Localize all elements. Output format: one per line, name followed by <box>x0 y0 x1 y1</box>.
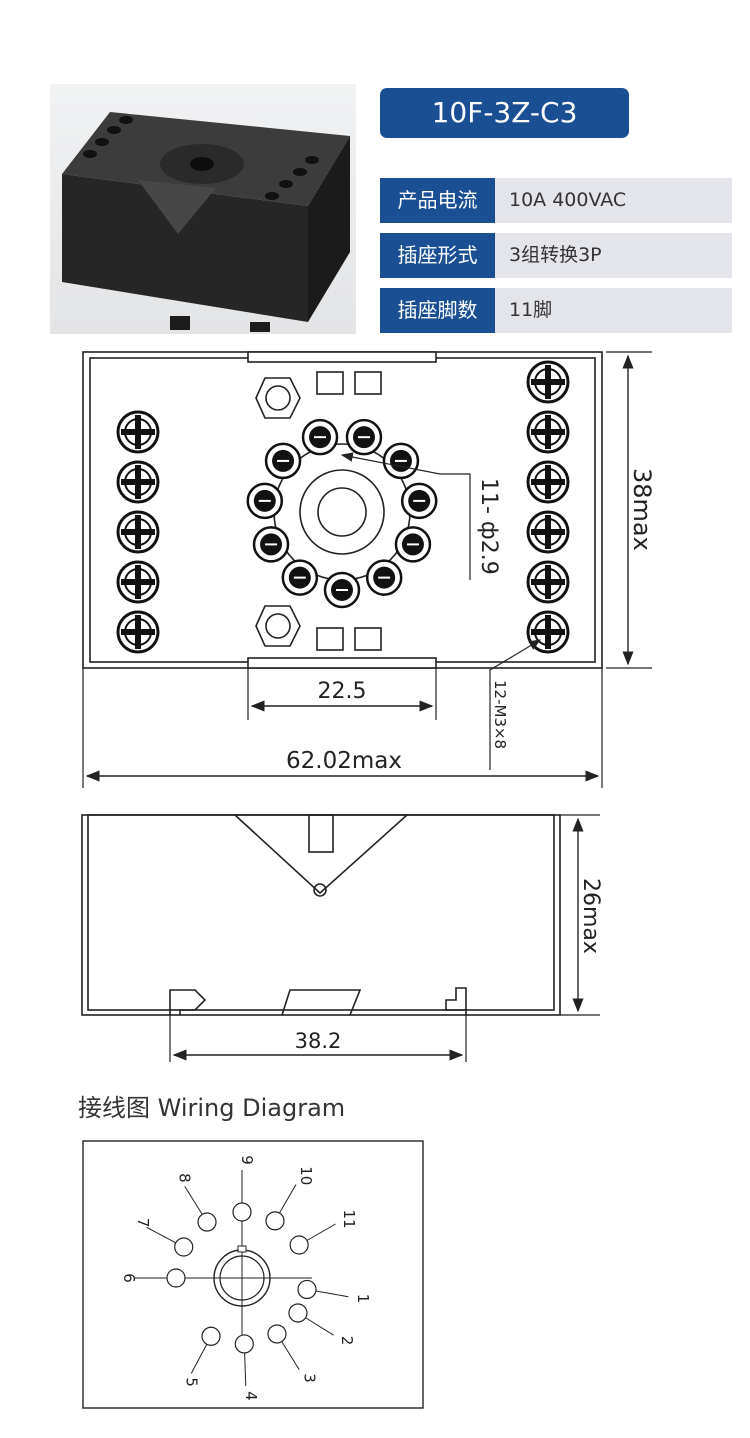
wiring-pin-label: 5 <box>183 1377 201 1387</box>
spec-label: 产品电流 <box>380 178 495 223</box>
socket-pin <box>345 418 383 456</box>
wiring-pin-6: 6 <box>120 1268 186 1288</box>
spec-row-current: 产品电流 10A 400VAC <box>380 178 732 223</box>
screw-terminal <box>116 510 160 554</box>
socket-pin <box>323 571 361 609</box>
screw-terminal <box>526 460 570 504</box>
product-photo <box>50 84 356 334</box>
screw-terminal <box>526 610 570 654</box>
screw-terminal <box>116 460 160 504</box>
wiring-pin-5: 5 <box>183 1326 221 1387</box>
wiring-pin-label: 4 <box>242 1391 260 1401</box>
screw-terminal <box>526 360 570 404</box>
screw-terminals-left <box>116 410 160 654</box>
pin-spacing-dimension: 22.5 <box>318 679 367 704</box>
wiring-pin-8: 8 <box>175 1173 217 1232</box>
socket-pins <box>246 418 438 609</box>
side-height-dimension: 26max <box>578 878 603 954</box>
wiring-pin-label: 3 <box>301 1373 319 1383</box>
wiring-pin-label: 2 <box>338 1336 356 1346</box>
spec-label: 插座脚数 <box>380 288 495 333</box>
wiring-pin-1: 1 <box>297 1279 372 1304</box>
screw-terminal <box>116 410 160 454</box>
wiring-pin-4: 4 <box>234 1334 260 1401</box>
socket-pin <box>394 526 432 563</box>
wiring-pin-7: 7 <box>134 1218 194 1257</box>
screw-terminal <box>526 560 570 604</box>
screw-terminal <box>526 410 570 454</box>
spec-row-pins: 插座脚数 11脚 <box>380 288 732 333</box>
height-dimension: 38max <box>628 468 656 551</box>
screw-terminal <box>526 510 570 554</box>
spec-label: 插座形式 <box>380 233 495 278</box>
spec-value: 11脚 <box>495 288 732 333</box>
wiring-pin-11: 11 <box>289 1209 358 1255</box>
screw-terminal <box>116 610 160 654</box>
socket-pin <box>400 482 438 520</box>
socket-pin <box>382 442 420 480</box>
socket-pin <box>301 418 339 456</box>
wiring-pin-9: 9 <box>232 1155 256 1222</box>
wiring-title: 接线图 Wiring Diagram <box>78 1094 346 1122</box>
spec-row-form: 插座形式 3组转换3P <box>380 233 732 278</box>
screw-spec-label: 12-M3×8 <box>491 680 509 749</box>
width-dimension: 62.02max <box>286 748 402 774</box>
rail-width-dimension: 38.2 <box>295 1029 342 1053</box>
wiring-pin-label: 7 <box>134 1218 152 1228</box>
spec-value: 3组转换3P <box>495 233 732 278</box>
top-view-drawing: 11- ф2.9 38max 22.5 12-M3×8 62.02max <box>82 351 656 788</box>
socket-pin <box>246 482 284 520</box>
wiring-pin-label: 9 <box>238 1155 256 1165</box>
wiring-diagram: 1 2 3 4 5 6 7 8 9 10 11 <box>82 1140 424 1409</box>
wiring-pins: 1 2 3 4 5 6 7 8 9 10 11 <box>120 1155 372 1400</box>
socket-pin <box>365 559 403 596</box>
wiring-pin-10: 10 <box>265 1166 315 1231</box>
wiring-pin-label: 8 <box>175 1173 193 1183</box>
screw-terminals-right <box>526 360 570 654</box>
wiring-pin-label: 10 <box>297 1166 315 1185</box>
wiring-pin-2: 2 <box>288 1303 356 1346</box>
wiring-pin-label: 6 <box>120 1273 138 1283</box>
socket-pin <box>264 442 302 480</box>
wiring-pin-3: 3 <box>267 1324 319 1383</box>
wiring-pin-label: 11 <box>340 1209 358 1228</box>
side-view-drawing: 26max 38.2 <box>81 814 603 1062</box>
spec-value: 10A 400VAC <box>495 178 732 223</box>
socket-pin <box>252 526 290 563</box>
screw-terminal <box>116 560 160 604</box>
hole-spec-label: 11- ф2.9 <box>476 478 501 575</box>
wiring-pin-label: 1 <box>354 1294 372 1304</box>
model-badge: 10F-3Z-C3 <box>380 88 629 138</box>
socket-pin <box>281 559 319 596</box>
